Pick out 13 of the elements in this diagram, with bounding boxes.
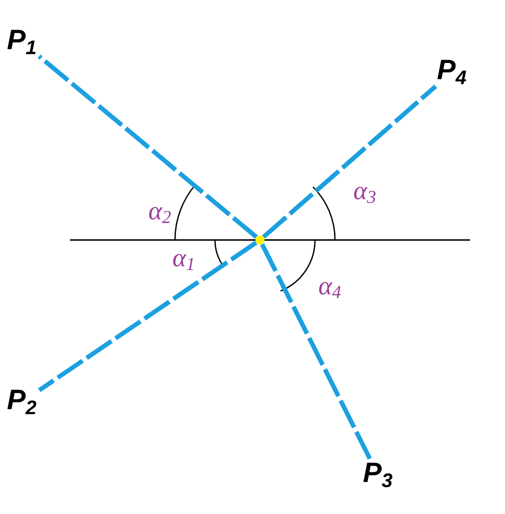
line-segment	[38, 54, 258, 239]
angle-label: α$_{1}$	[173, 254, 194, 270]
angle-label: α$_{4}$	[319, 282, 341, 298]
angle-label: α$_{3}$	[354, 186, 376, 204]
line-segment	[262, 84, 438, 239]
intersection-point	[256, 236, 264, 244]
line-segment	[260, 243, 373, 462]
point-label: P$_{4}$	[437, 60, 466, 84]
point-label: P$_{2}$	[7, 390, 36, 414]
angle-label: α$_{2}$	[149, 207, 171, 223]
point-label: P$_{1}$	[7, 30, 36, 54]
point-label: P$_{3}$	[363, 462, 392, 488]
line-segment	[38, 240, 258, 392]
